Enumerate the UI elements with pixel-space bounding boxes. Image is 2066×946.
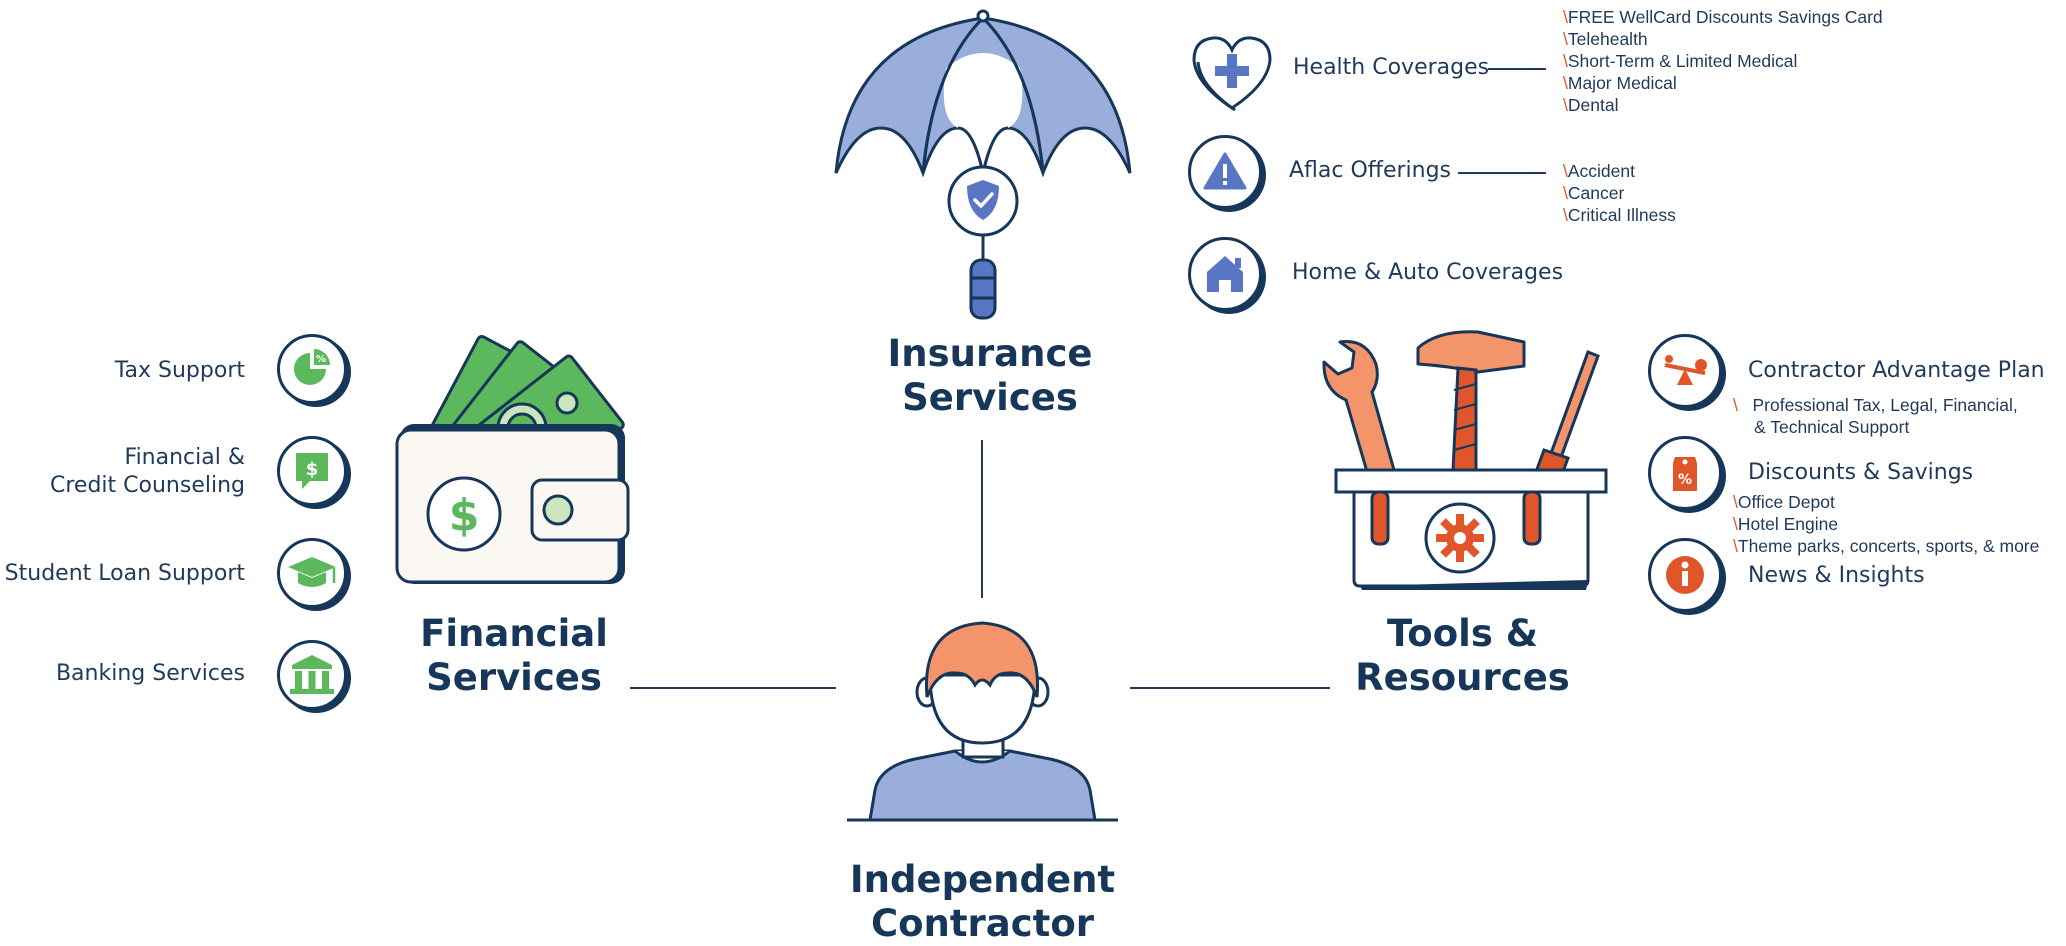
graduation-cap-icon: [277, 538, 347, 608]
detail-item: \ Professional Tax, Legal, Financial,: [1733, 395, 2018, 415]
svg-text:$: $: [306, 459, 319, 480]
detail-item: \Hotel Engine: [1733, 514, 1839, 534]
tax-support-label: Tax Support: [114, 358, 245, 383]
heart-plus-icon: [1188, 34, 1276, 114]
aflac-offerings-label: Aflac Offerings: [1289, 158, 1452, 183]
financial-counseling-line1: Financial &: [124, 445, 245, 470]
detail-item: \Cancer: [1563, 183, 1625, 203]
news-insights-label: News & Insights: [1748, 563, 1925, 588]
svg-text:%: %: [1678, 472, 1692, 488]
financial-connector: [630, 687, 836, 689]
student-loan-label: Student Loan Support: [4, 561, 245, 586]
contractor-title-line2: Contractor: [870, 902, 1095, 945]
aflac-connector: [1458, 172, 1546, 174]
pie-percent-icon: %: [277, 334, 347, 404]
discounts-details-list: \Office Depot \Hotel Engine \Theme parks…: [1733, 491, 2039, 557]
detail-item: \Office Depot: [1733, 492, 1835, 512]
tools-title-line2: Resources: [1355, 656, 1570, 699]
toolbox-icon: [1322, 330, 1608, 590]
detail-item: \Critical Illness: [1563, 205, 1676, 225]
financial-title: Financial Services: [374, 612, 654, 700]
house-icon: [1188, 237, 1262, 311]
insurance-connector: [981, 440, 983, 598]
banking-services-label: Banking Services: [55, 661, 245, 686]
home-auto-label: Home & Auto Coverages: [1292, 260, 1564, 285]
contractor-title: Independent Contractor: [830, 858, 1135, 946]
tools-title: Tools & Resources: [1320, 612, 1605, 700]
contractor-title-line1: Independent: [849, 858, 1116, 901]
financial-title-line1: Financial: [420, 612, 608, 655]
detail-item: \Theme parks, concerts, sports, & more: [1733, 536, 2040, 556]
warning-triangle-icon: [1188, 135, 1262, 209]
health-details-list: \FREE WellCard Discounts Savings Card \T…: [1563, 6, 1883, 116]
financial-title-line2: Services: [426, 656, 602, 699]
aflac-details-list: \Accident \Cancer \Critical Illness: [1563, 160, 1676, 226]
wallet-money-icon: $: [395, 334, 630, 584]
insurance-title-line2: Services: [902, 376, 1078, 419]
financial-counseling-label: Financial & Credit Counseling: [10, 444, 245, 500]
detail-item: \Short-Term & Limited Medical: [1563, 51, 1798, 71]
percent-tag-icon: %: [1648, 436, 1722, 510]
contractor-person-icon: [847, 621, 1118, 822]
advantage-details: \ Professional Tax, Legal, Financial, & …: [1733, 394, 2018, 438]
bank-icon: [277, 640, 347, 710]
tools-title-line1: Tools &: [1386, 612, 1539, 655]
insurance-title-line1: Insurance: [887, 332, 1093, 375]
detail-item: \FREE WellCard Discounts Savings Card: [1563, 7, 1883, 27]
detail-item: & Technical Support: [1754, 417, 1910, 437]
info-icon: [1648, 538, 1722, 612]
detail-item: \Telehealth: [1563, 29, 1648, 49]
health-coverages-label: Health Coverages: [1293, 55, 1490, 80]
detail-item: \Dental: [1563, 95, 1619, 115]
insurance-title: Insurance Services: [850, 332, 1130, 420]
detail-item: \Major Medical: [1563, 73, 1677, 93]
detail-item: \Accident: [1563, 161, 1635, 181]
umbrella-shield-icon: [834, 9, 1132, 320]
discounts-savings-label: Discounts & Savings: [1748, 460, 1974, 485]
svg-text:%: %: [316, 354, 326, 365]
health-connector: [1488, 68, 1546, 70]
dollar-chat-icon: $: [277, 436, 347, 506]
financial-counseling-line2: Credit Counseling: [50, 473, 245, 498]
tools-connector: [1130, 687, 1330, 689]
seesaw-icon: [1648, 334, 1722, 408]
contractor-advantage-label: Contractor Advantage Plan: [1748, 358, 2045, 383]
svg-text:$: $: [449, 490, 480, 541]
